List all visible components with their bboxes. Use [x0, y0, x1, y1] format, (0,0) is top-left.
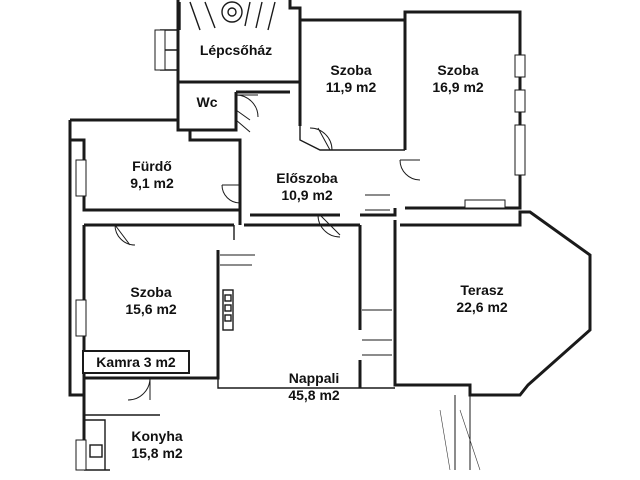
room-name: Fürdő: [132, 158, 172, 174]
walls: [68, 0, 592, 471]
room-area: 15,6 m2: [125, 301, 177, 317]
room-label-szoba-2: Szoba 16,9 m2: [432, 62, 483, 96]
room-name: Előszoba: [276, 170, 338, 186]
room-name: Nappali: [288, 370, 340, 386]
room-name: Terasz: [460, 282, 504, 298]
room-label-eloszoba: Előszoba 10,9 m2: [276, 170, 337, 204]
room-name: Szoba: [437, 62, 479, 78]
room-label-szoba-1: Szoba 11,9 m2: [326, 62, 377, 96]
room-name: Konyha: [131, 428, 183, 444]
kamra-box: [82, 350, 190, 374]
room-area: 15,8 m2: [131, 445, 183, 461]
room-label-lepcsohaz: Lépcsőház: [200, 42, 272, 59]
room-label-terasz: Terasz 22,6 m2: [456, 282, 507, 316]
room-name: Lépcsőház: [199, 42, 273, 58]
room-name: Szoba: [130, 284, 172, 300]
room-area: 16,9 m2: [432, 79, 484, 95]
kitchen-fixtures: [84, 289, 234, 470]
room-name: Kamra 3 m2: [96, 354, 176, 370]
room-label-wc: Wc: [197, 94, 218, 111]
room-label-konyha: Konyha 15,8 m2: [131, 428, 182, 462]
room-area: 11,9 m2: [325, 79, 377, 95]
room-name: Wc: [196, 94, 218, 110]
windows: [75, 29, 526, 471]
room-area: 22,6 m2: [456, 299, 508, 315]
room-area: 45,8 m2: [288, 387, 340, 403]
room-label-furdo: Fürdő 9,1 m2: [130, 158, 174, 192]
doors: [114, 94, 481, 471]
room-label-szoba-3: Szoba 15,6 m2: [125, 284, 176, 318]
staircase-drawing: [179, 1, 276, 31]
room-label-nappali: Nappali 45,8 m2: [288, 370, 339, 404]
room-label-kamra: Kamra 3 m2: [96, 354, 175, 371]
room-area: 9,1 m2: [130, 175, 174, 191]
room-area: 10,9 m2: [281, 187, 333, 203]
room-name: Szoba: [330, 62, 372, 78]
